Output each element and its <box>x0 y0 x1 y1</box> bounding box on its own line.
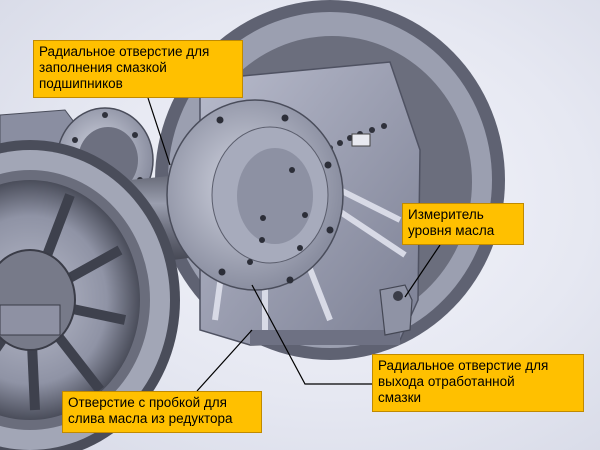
leader-top <box>147 97 171 166</box>
callout-bl-line-2: слива масла из редуктора <box>68 411 233 426</box>
leader-right <box>404 244 441 298</box>
callout-bl-line-1: Отверстие с пробкой для <box>68 395 227 410</box>
callout-right-line-1: Измеритель <box>408 207 484 222</box>
front-wheel <box>0 140 180 450</box>
callout-grease-exit-hole: Радиальное отверстие для выхода отработа… <box>372 354 584 412</box>
callout-grease-fill-hole: Радиальное отверстие для заполнения смаз… <box>33 40 243 98</box>
callout-oil-drain-plug: Отверстие с пробкой для слива масла из р… <box>62 391 262 433</box>
callout-br-line-2: выхода отработанной <box>378 374 515 389</box>
callout-oil-level-gauge: Измеритель уровня масла <box>402 203 524 245</box>
callout-top-line-3: подшипников <box>39 76 123 91</box>
callout-top-line-1: Радиальное отверстие для <box>39 44 210 59</box>
callout-br-line-3: смазки <box>378 390 422 405</box>
callout-top-line-2: заполнения смазкой <box>39 60 167 75</box>
oil-level-gauge <box>379 284 413 336</box>
leader-bottom-left <box>196 329 253 392</box>
front-bearing-flange <box>166 99 344 291</box>
leader-bottom-right <box>251 284 372 385</box>
callout-br-line-1: Радиальное отверстие для <box>378 358 549 373</box>
leader-lines <box>147 97 441 392</box>
callout-right-line-2: уровня масла <box>408 223 495 238</box>
